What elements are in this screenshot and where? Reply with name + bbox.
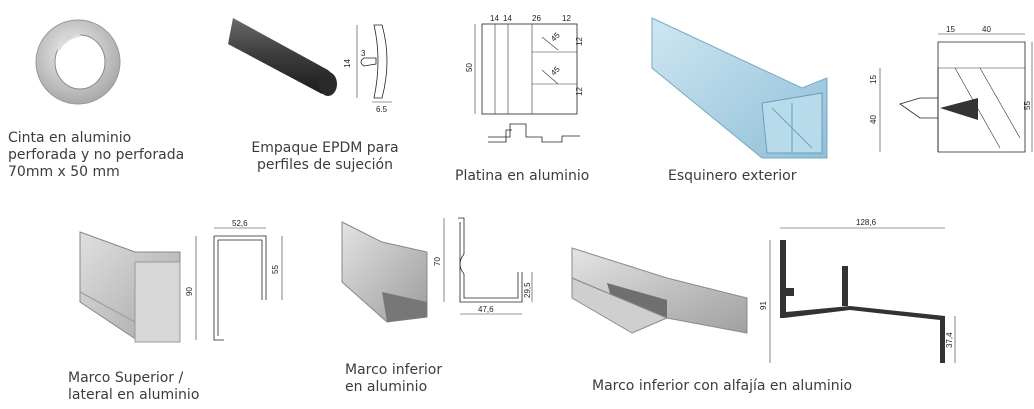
caption-esquinero: Esquinero exterior — [668, 168, 797, 184]
marco-inferior-drawing — [443, 217, 533, 315]
dim-50: 50 — [465, 63, 474, 72]
caption-marco-inferior: Marco inferior en aluminio — [345, 362, 443, 395]
dim-91: 91 — [759, 301, 768, 310]
dim-45a: 45 — [549, 30, 562, 43]
dim-14: 14 — [343, 59, 352, 68]
dim-90: 90 — [185, 287, 194, 296]
cinta-roll-image — [35, 19, 121, 105]
dim-12c: 12 — [575, 87, 584, 96]
dim-52-6: 52,6 — [232, 219, 248, 228]
dim-29-5: 29,5 — [523, 282, 532, 298]
dim-70: 70 — [433, 257, 442, 266]
dim-47-6: 47,6 — [478, 305, 494, 314]
dim-45b: 45 — [549, 64, 562, 77]
dim-40b: 40 — [869, 115, 878, 124]
marco-superior-image — [79, 231, 181, 343]
dim-6-5: 6.5 — [376, 105, 388, 114]
dim-15b: 15 — [869, 75, 878, 84]
marco-alfajia-dims: 128,6 91 37,4 — [759, 218, 954, 348]
epdm-dims: 14 3 6.5 — [343, 49, 388, 114]
marco-alfajia-drawing — [769, 227, 956, 363]
esquinero-dims: 15 40 15 40 55 — [869, 25, 1032, 124]
esquinero-image — [651, 17, 828, 159]
dim-3: 3 — [361, 49, 366, 58]
marco-alfajia-image — [571, 247, 748, 334]
dim-55b: 55 — [271, 265, 280, 274]
dim-14b: 14 — [503, 14, 512, 23]
marco-inferior-dims: 70 29,5 47,6 — [433, 257, 532, 314]
marco-inferior-image — [341, 221, 428, 323]
marco-superior-drawing — [195, 227, 283, 341]
dim-14a: 14 — [490, 14, 499, 23]
caption-marco-superior: Marco Superior / lateral en aluminio — [68, 370, 200, 403]
epdm-profile-drawing — [356, 24, 392, 103]
caption-marco-alfajia: Marco inferior con alfajía en aluminio — [592, 378, 853, 394]
dim-26: 26 — [532, 14, 541, 23]
caption-cinta: Cinta en aluminio perforada y no perfora… — [8, 130, 185, 180]
caption-platina: Platina en aluminio — [455, 168, 590, 184]
dim-40a: 40 — [982, 25, 991, 34]
dim-37-4: 37,4 — [945, 332, 954, 348]
esquinero-profile-drawing — [879, 33, 1033, 153]
dim-12a: 12 — [562, 14, 571, 23]
epdm-gasket-image — [228, 18, 337, 96]
platina-drawing — [474, 23, 580, 143]
dim-12b: 12 — [575, 37, 584, 46]
platina-dims: 14 14 26 12 50 12 12 45 45 — [465, 14, 584, 96]
dim-15a: 15 — [946, 25, 955, 34]
caption-empaque: Empaque EPDM para perfiles de sujeción — [251, 140, 399, 173]
marco-superior-dims: 52,6 90 55 — [185, 219, 280, 296]
dim-55: 55 — [1023, 101, 1032, 110]
dim-128-6: 128,6 — [856, 218, 877, 227]
